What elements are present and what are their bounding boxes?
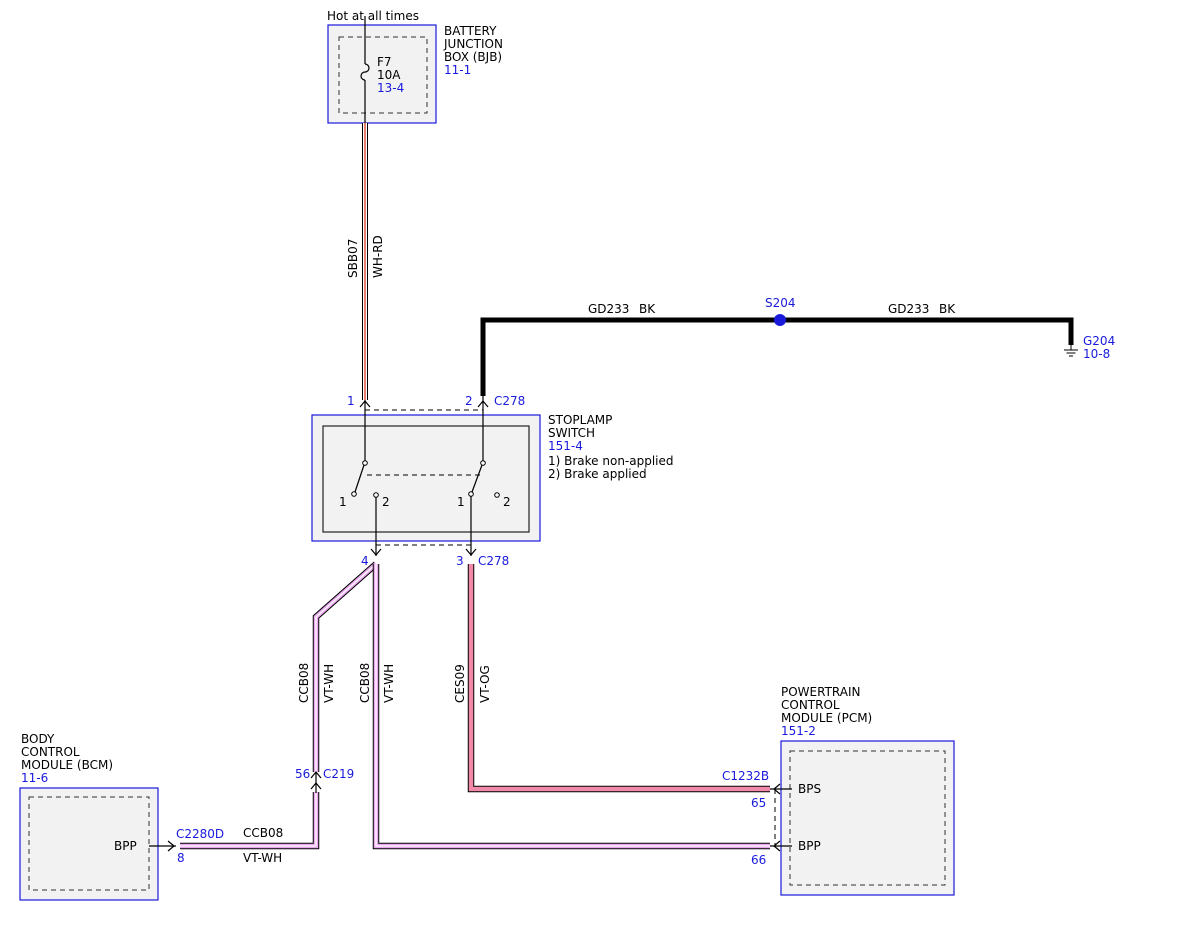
bcm-bpp-pin-label: BPP [114, 839, 137, 853]
bjb-label-line1: BATTERY [444, 24, 497, 38]
wire-ccb08-b-color: VT-WH [382, 664, 396, 703]
c219-pin56-label: 56 [295, 767, 310, 781]
bcm-inner-boundary [28, 796, 150, 891]
battery-junction-box: Hot at all times BATTERY JUNCTION BOX (B… [327, 9, 503, 124]
bcm-label-line2: CONTROL [21, 745, 80, 759]
bcm-label-line3: MODULE (BCM) [21, 758, 113, 772]
splice-s204-label[interactable]: S204 [765, 296, 796, 310]
fuse-rating: 10A [377, 68, 401, 82]
stoplamp-switch-label-line2: SWITCH [548, 426, 595, 440]
switch-a-pos2-label: 2 [382, 495, 390, 509]
switch-b-blade [471, 464, 483, 493]
wire-gd233-circuit-left: GD233 [588, 302, 629, 316]
wire-ccb08-branch-b-stripe [375, 564, 770, 847]
pin1-label: 1 [347, 394, 355, 408]
wire-gd233-color-left: BK [639, 302, 656, 316]
c2280d-label[interactable]: C2280D [176, 827, 224, 841]
c1232b-label[interactable]: C1232B [722, 769, 769, 783]
switch-a-pivot [362, 460, 368, 466]
bjb-label-line2: JUNCTION [443, 37, 503, 51]
bjb-outline [327, 24, 437, 124]
wire-ccb08-branch-a-stripe [315, 563, 377, 772]
stoplamp-switch-ref[interactable]: 151-4 [548, 439, 583, 453]
stoplamp-switch-inner [322, 425, 530, 533]
fuse-name: F7 [377, 55, 392, 69]
pcm-label-line3: MODULE (PCM) [781, 711, 872, 725]
switch-a-contact-1 [351, 491, 357, 497]
wire-gd233: GD233 BK S204 GD233 BK G204 10-8 [480, 296, 1115, 396]
pin65-label: 65 [751, 796, 766, 810]
wire-sbb07-circuit: SBB07 [346, 239, 360, 278]
wire-ces09-color: VT-OG [478, 665, 492, 703]
switch-b-contact-1 [468, 491, 474, 497]
connector-c219: 56 C219 [295, 767, 354, 793]
wire-ccb08-b-circuit: CCB08 [358, 663, 372, 703]
stoplamp-switch-note2: 2) Brake applied [548, 467, 647, 481]
wire-ccb08-c-color: VT-WH [243, 851, 282, 865]
bcm-ref[interactable]: 11-6 [21, 771, 48, 785]
hot-at-all-times-label: Hot at all times [327, 9, 419, 23]
pin4-connector-arrow-icon [370, 548, 382, 556]
pin65-arrow-icon [773, 783, 781, 795]
pcm-label-line1: POWERTRAIN [781, 685, 861, 699]
stoplamp-switch: 1 2 C278 1 2 1 2 4 3 C278 STOPLAMP SWITC… [311, 394, 674, 568]
wire-gd233-circuit-right: GD233 [888, 302, 929, 316]
wire-sbb07-stripe [364, 123, 366, 400]
bjb-label-line3: BOX (BJB) [444, 50, 502, 64]
body-control-module: BODY CONTROL MODULE (BCM) 11-6 BPP C2280… [19, 732, 224, 901]
stoplamp-switch-note1: 1) Brake non-applied [548, 454, 674, 468]
ground-symbol-icon [1064, 345, 1078, 357]
connector-c278-bottom-label[interactable]: C278 [478, 554, 509, 568]
bcm-label-line1: BODY [21, 732, 55, 746]
pin2-label: 2 [465, 394, 473, 408]
pin66-arrow-icon [773, 840, 781, 852]
wire-ccb08-a-circuit: CCB08 [297, 663, 311, 703]
wire-ccb08: CCB08 VT-WH CCB08 VT-WH CCB08 VT-WH [180, 561, 770, 865]
stoplamp-switch-label-line1: STOPLAMP [548, 413, 612, 427]
pin66-label: 66 [751, 853, 766, 867]
wire-ccb08-c-circuit: CCB08 [243, 826, 283, 840]
switch-a-pos1-label: 1 [339, 495, 347, 509]
ground-g204-label[interactable]: G204 [1083, 334, 1115, 348]
pcm-ref[interactable]: 151-2 [781, 724, 816, 738]
pcm-label-line2: CONTROL [781, 698, 840, 712]
wire-ces09-circuit: CES09 [453, 664, 467, 703]
wire-ccb08-branch-b-outline [372, 564, 770, 850]
pcm-bpp-pin-label: BPP [798, 839, 821, 853]
ground-g204-ref[interactable]: 10-8 [1083, 347, 1110, 361]
switch-b-pos1-label: 1 [457, 495, 465, 509]
fuse-ref[interactable]: 13-4 [377, 81, 404, 95]
wire-ccb08-bcm-stripe [180, 792, 317, 847]
switch-b-contact-2 [494, 492, 500, 498]
switch-a-blade [354, 464, 365, 493]
pin3-label: 3 [456, 554, 464, 568]
wire-gd233-color-right: BK [939, 302, 956, 316]
wire-ces09: CES09 VT-OG [453, 564, 770, 793]
wire-sbb07-color: WH-RD [371, 235, 385, 278]
connector-c278-top-label[interactable]: C278 [494, 394, 525, 408]
wire-gd233-line [480, 317, 1074, 396]
fuse-f7-icon [360, 63, 370, 81]
switch-b-pos2-label: 2 [503, 495, 511, 509]
wire-ccb08-branch-b-base [373, 564, 770, 849]
c2280d-pin8-label: 8 [177, 851, 185, 865]
wire-ces09-base [468, 564, 770, 792]
switch-a-contact-2 [373, 492, 379, 498]
c219-label[interactable]: C219 [323, 767, 354, 781]
powertrain-control-module: POWERTRAIN CONTROL MODULE (PCM) 151-2 C1… [722, 685, 955, 896]
wire-ces09-outline [467, 564, 770, 793]
pcm-outline [780, 740, 955, 896]
c2280d-arrow-icon [167, 840, 175, 852]
pin3-connector-arrow-icon [465, 548, 477, 556]
pin4-label: 4 [361, 554, 369, 568]
bcm-outline [19, 787, 159, 901]
switch-b-pivot [480, 460, 486, 466]
wire-ccb08-a-color: VT-WH [322, 664, 336, 703]
bjb-ref[interactable]: 11-1 [444, 63, 471, 77]
pcm-bps-pin-label: BPS [798, 782, 821, 796]
splice-s204-dot[interactable] [774, 314, 786, 326]
bjb-inner-boundary [338, 36, 428, 114]
wire-sbb07: SBB07 WH-RD [346, 123, 385, 400]
